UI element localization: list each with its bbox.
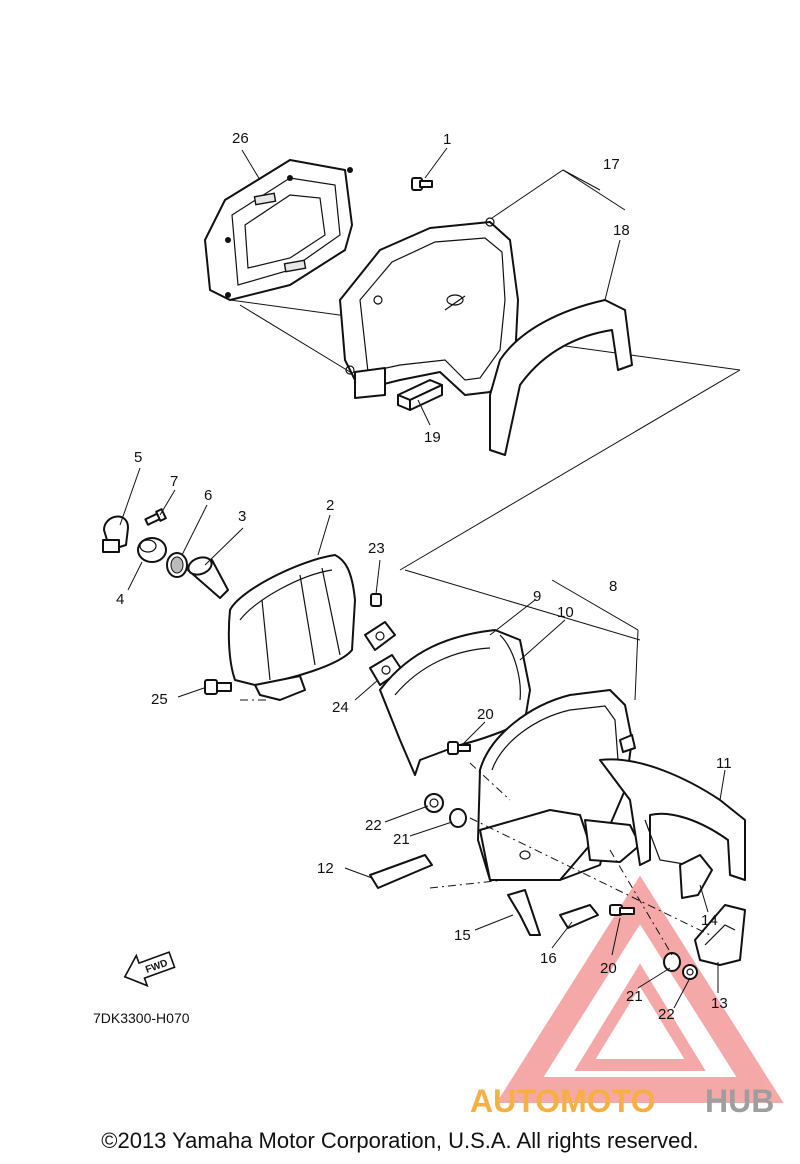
callout-labels: 1 17 18 26 19 5 7 6 3 2 4 23 25 24 9 8 1… [116, 130, 732, 1023]
callout-16: 16 [540, 950, 557, 967]
bolt-20-lower [609, 904, 635, 916]
bolt-25 [204, 679, 232, 695]
grommet-22-right [682, 964, 698, 980]
grommet-21-right [663, 952, 681, 972]
grommet-22-left [424, 793, 444, 813]
callout-22-right: 22 [658, 1006, 675, 1023]
clamp-5 [102, 515, 129, 553]
lower-dashed-lines [240, 579, 711, 956]
watermark-text-part2: HUB [705, 1083, 774, 1119]
bolt-20-upper [447, 741, 471, 755]
callout-3: 3 [238, 508, 246, 525]
callout-14: 14 [701, 912, 718, 929]
callout-23: 23 [368, 540, 385, 557]
bracket-14 [679, 854, 713, 899]
callout-26: 26 [232, 130, 249, 147]
air-box-cover [339, 217, 519, 399]
diagram-code: 7DK3300-H070 [93, 1010, 190, 1026]
gasket-24 [364, 621, 403, 686]
grommet-21-left [449, 808, 467, 828]
callout-12: 12 [317, 860, 334, 877]
fwd-arrow-icon: FWD [123, 951, 176, 988]
screw-7 [144, 508, 167, 526]
clip-16 [559, 904, 599, 929]
screw-23 [370, 593, 382, 607]
callout-17: 17 [603, 156, 620, 173]
callout-10: 10 [557, 604, 574, 621]
screw-1 [411, 177, 433, 191]
callout-8: 8 [609, 578, 617, 595]
watermark-text: AUTOMOTO HUB [470, 1083, 774, 1119]
strip-12 [369, 854, 433, 889]
element-frame-26 [204, 159, 353, 301]
callout-2: 2 [326, 497, 334, 514]
callout-18: 18 [613, 222, 630, 239]
callout-21-left: 21 [393, 831, 410, 848]
callout-5: 5 [134, 449, 142, 466]
callout-4: 4 [116, 591, 124, 608]
callout-1: 1 [443, 131, 451, 148]
foam-strip-19 [397, 379, 443, 411]
callout-11: 11 [716, 755, 732, 772]
callout-25: 25 [151, 691, 168, 708]
callout-20-lower: 20 [600, 960, 617, 977]
screen-6 [166, 552, 188, 578]
callout-7: 7 [170, 473, 178, 490]
cap-4 [137, 537, 167, 563]
callout-15: 15 [454, 927, 471, 944]
strip-10 [499, 634, 521, 701]
lower-air-box-8 [477, 689, 641, 881]
curved-shield-18 [489, 299, 633, 456]
copyright-notice: ©2013 Yamaha Motor Corporation, U.S.A. A… [101, 1128, 699, 1153]
callout-21-right: 21 [626, 988, 643, 1005]
watermark-logo [496, 875, 784, 1103]
callout-6: 6 [204, 487, 212, 504]
callout-24: 24 [332, 699, 349, 716]
duct-11 [599, 758, 746, 881]
bracket-13 [694, 904, 746, 966]
callout-leaders [119, 147, 726, 1009]
callout-22-left: 22 [365, 817, 382, 834]
callout-13: 13 [711, 995, 728, 1012]
silencer-box-2 [227, 554, 356, 701]
callout-19: 19 [424, 429, 441, 446]
funnel-3 [187, 556, 229, 599]
callout-9: 9 [533, 588, 541, 605]
callout-20-upper: 20 [477, 706, 494, 723]
bracket-15 [507, 889, 541, 936]
watermark-text-part1: AUTOMOTO [470, 1083, 655, 1119]
